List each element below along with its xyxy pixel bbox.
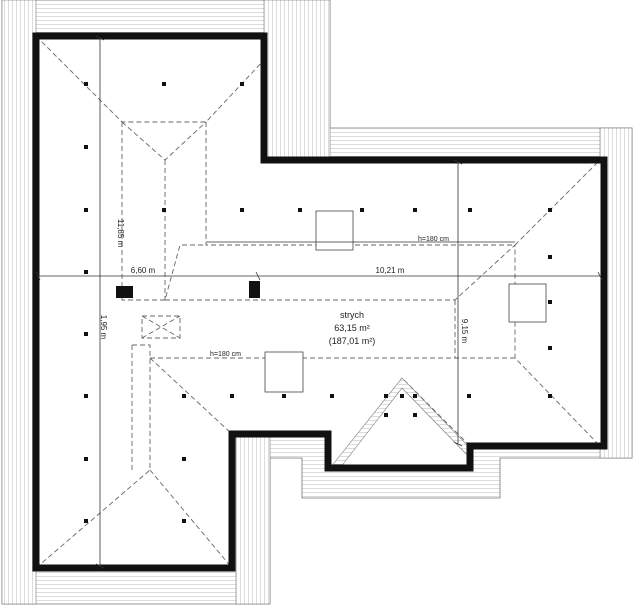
room-area-main: 63,15 m² — [334, 323, 370, 333]
room-name: strych — [340, 310, 364, 320]
dim-left-depth-lower: 1,95 m — [99, 315, 108, 340]
dim-left-width: 6,60 m — [131, 266, 156, 275]
chimney-right — [249, 281, 260, 298]
room-area-sub: (187,01 m²) — [329, 336, 376, 346]
exterior-walls — [32, 32, 608, 572]
dim-right-width: 10,21 m — [376, 266, 405, 275]
height-label-lower: h=180 cm — [210, 351, 241, 358]
dim-right-depth: 9,15 m — [460, 319, 469, 344]
dim-left-depth-upper: 11,85 m — [116, 219, 125, 248]
skylights — [264, 210, 547, 393]
chimney-left — [116, 286, 133, 298]
dimension-lines — [35, 35, 603, 569]
posts — [84, 82, 552, 523]
height-label-upper: h=180 cm — [418, 236, 449, 243]
